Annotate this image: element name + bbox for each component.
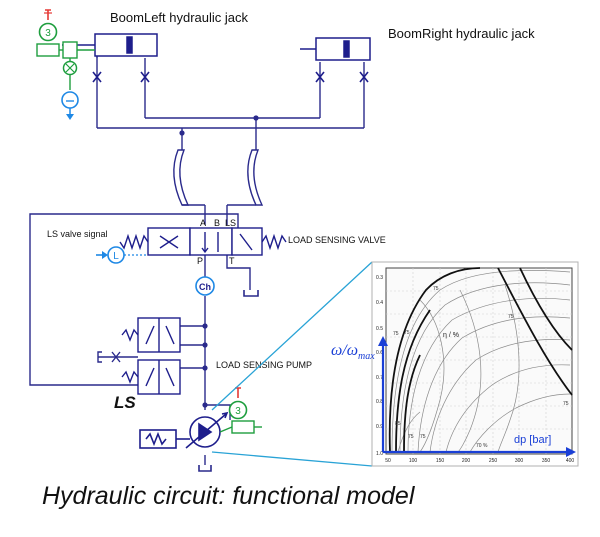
- figure-caption: Hydraulic circuit: functional model: [42, 482, 415, 510]
- boom-right-jack: [300, 37, 371, 61]
- boom-right-label: BoomRight hydraulic jack: [388, 26, 535, 41]
- x-tick-label: 400: [566, 458, 575, 464]
- contour-label: 85: [395, 421, 401, 427]
- x-axis-label: dp [bar]: [514, 434, 551, 446]
- y-tick-label: 0.9: [376, 424, 383, 430]
- ls-signal-input: [96, 246, 148, 264]
- x-tick-label: 200: [462, 458, 471, 464]
- ls-valve-label: LOAD SENSING VALVE: [288, 235, 386, 245]
- contour-label: 75: [508, 314, 514, 320]
- l-symbol: L: [113, 251, 119, 262]
- port-ls-label: LS: [225, 218, 236, 228]
- y-tick-label: 0.3: [376, 275, 383, 281]
- x-tick-label: 300: [515, 458, 524, 464]
- x-tick-label: 50: [385, 458, 391, 464]
- y-tick-label: 0.7: [376, 375, 383, 381]
- contour-label: 75: [433, 286, 439, 292]
- eta-label: η / %: [443, 332, 459, 339]
- restrictor-marks: [92, 71, 369, 83]
- pump-motor-group: [219, 387, 262, 434]
- port-a-label: A: [200, 218, 206, 228]
- x-tick-label: 350: [542, 458, 551, 464]
- x-tick-label: 250: [489, 458, 498, 464]
- pump-restrictor: [97, 351, 138, 363]
- port-b-label: B: [214, 218, 220, 228]
- contour-label: 75: [563, 401, 569, 407]
- ls-big-label: LS: [114, 393, 136, 412]
- y-tick-label: 0.5: [376, 326, 383, 332]
- contour-label: 75: [420, 434, 426, 440]
- y-axis-label-main: ω/ω: [331, 342, 358, 359]
- sensor-symbol-left: 3: [45, 28, 51, 39]
- flexible-hoses: [173, 149, 264, 206]
- y-tick-label: 0.6: [376, 350, 383, 356]
- tank-symbols: [198, 290, 259, 472]
- boom-left-jack: [62, 33, 158, 58]
- y-tick-label: 1.0: [376, 451, 383, 457]
- x-tick-label: 150: [436, 458, 445, 464]
- boom-left-label: BoomLeft hydraulic jack: [110, 10, 249, 25]
- efficiency-map: 75 75 75 85 75 75 75 75 70 % η / % 0.3 0…: [371, 261, 579, 467]
- ch-label: Ch: [199, 282, 211, 292]
- hydraulic-lines: [29, 58, 365, 465]
- y-axis-label: ω/ωmax: [331, 342, 375, 362]
- y-axis-label-sub: max: [358, 351, 375, 362]
- ch-component: [195, 276, 215, 296]
- pump-control-valves: [121, 317, 181, 395]
- ls-pump-label: LOAD SENSING PUMP: [216, 360, 312, 370]
- contour-label: 70 %: [476, 443, 488, 449]
- map-callout-lines: [211, 261, 373, 467]
- ls-signal-label: LS valve signal: [47, 229, 108, 239]
- y-tick-label: 0.4: [376, 300, 383, 306]
- contour-label: 75: [408, 434, 414, 440]
- port-p-label: P: [197, 256, 203, 266]
- contour-label: 75: [393, 331, 399, 337]
- junction-dots: [179, 115, 259, 408]
- left-mechanical-group: 3: [36, 9, 95, 120]
- contour-label: 75: [404, 330, 410, 336]
- sensor-symbol-pump: 3: [235, 406, 241, 417]
- x-tick-label: 100: [409, 458, 418, 464]
- port-t-label: T: [229, 256, 235, 266]
- y-tick-label: 0.8: [376, 399, 383, 405]
- variable-pump: [139, 411, 229, 449]
- load-sensing-valve: [119, 227, 287, 256]
